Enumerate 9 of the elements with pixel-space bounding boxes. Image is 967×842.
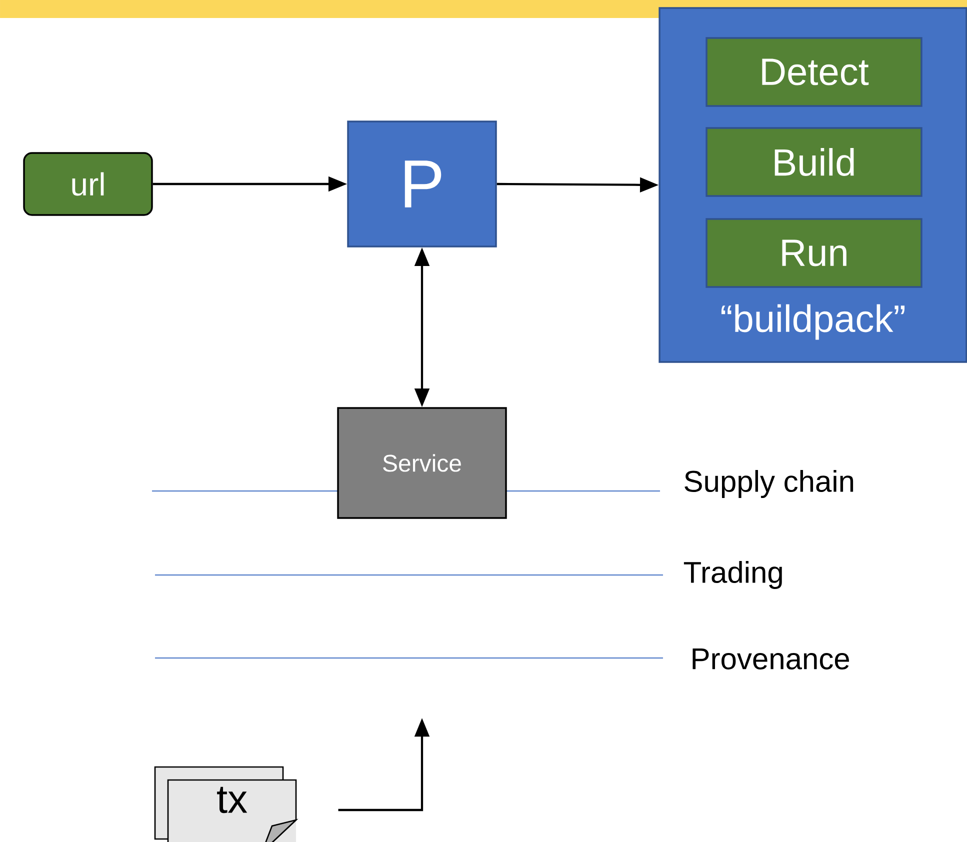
process-box: P <box>347 120 497 248</box>
step-box: Build <box>706 127 922 197</box>
line-label: Supply chain <box>684 470 854 498</box>
line-label: Provenance <box>692 648 850 670</box>
step-box: Run <box>706 218 922 288</box>
step-box: Detect <box>706 37 922 107</box>
input-box: url <box>23 152 153 216</box>
line-label: Trading <box>684 561 782 589</box>
service-box: Service <box>337 407 507 519</box>
